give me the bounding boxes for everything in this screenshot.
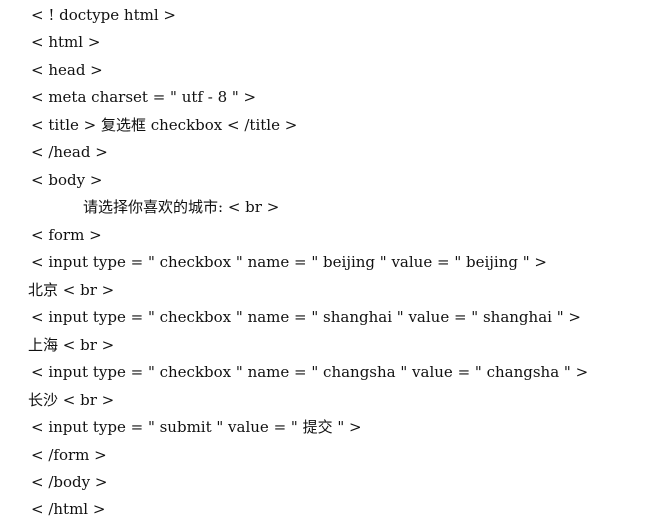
code-line-input-submit: < input type = " submit " value = " 提交 "… (31, 418, 362, 436)
code-line-title: < title > 复选框 checkbox < /title > (31, 116, 298, 134)
code-line-label-changsha: 长沙 < br > (28, 391, 115, 409)
code-line-head-close: < /head > (31, 143, 108, 161)
code-line-label-shanghai: 上海 < br > (28, 336, 115, 354)
code-line-form-close: < /form > (31, 446, 107, 464)
code-line-label-beijing: 北京 < br > (28, 281, 115, 299)
code-line-prompt-text: 请选择你喜欢的城市: < br > (83, 198, 280, 216)
code-line-body-open: < body > (31, 171, 103, 189)
code-line-body-close: < /body > (31, 473, 108, 491)
code-line-doctype: < ! doctype html > (31, 6, 176, 24)
code-line-form-open: < form > (31, 226, 102, 244)
code-line-input-changsha: < input type = " checkbox " name = " cha… (31, 363, 589, 381)
code-line-input-shanghai: < input type = " checkbox " name = " sha… (31, 308, 581, 326)
code-line-input-beijing: < input type = " checkbox " name = " bei… (31, 253, 547, 271)
code-line-meta-charset: < meta charset = " utf - 8 " > (31, 88, 257, 106)
code-line-html-close: < /html > (31, 500, 106, 518)
code-line-head-open: < head > (31, 61, 103, 79)
code-line-html-open: < html > (31, 33, 101, 51)
